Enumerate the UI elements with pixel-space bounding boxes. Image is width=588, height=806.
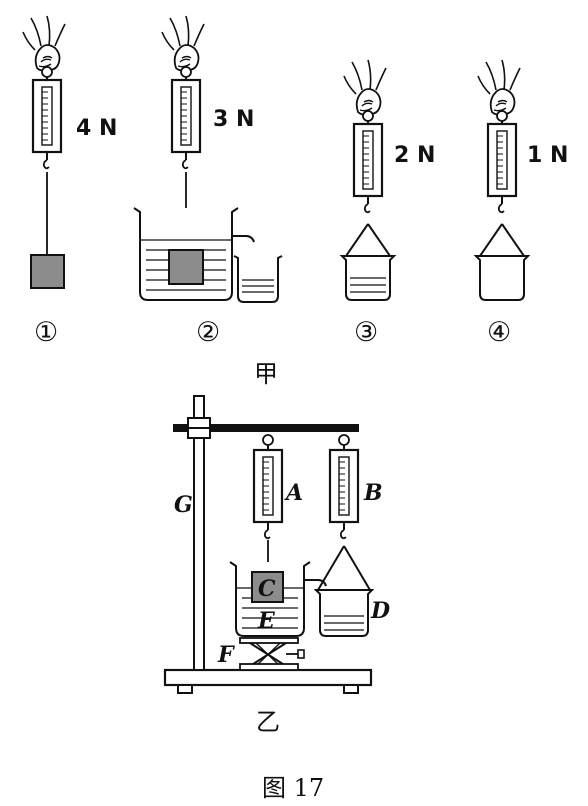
block-c bbox=[251, 571, 284, 603]
label-e: E bbox=[257, 608, 276, 634]
spring-scale-icon bbox=[31, 78, 63, 170]
step-1-apparatus bbox=[22, 15, 66, 289]
label-g: G bbox=[174, 492, 193, 518]
label-a: A bbox=[284, 480, 303, 506]
caption-jia: 甲 bbox=[254, 360, 278, 388]
spring-scale-icon bbox=[352, 122, 384, 214]
label-b: B bbox=[363, 480, 383, 506]
hand-icon bbox=[22, 15, 66, 83]
hand-icon bbox=[161, 15, 205, 83]
spring-scale-icon bbox=[170, 78, 202, 170]
figure-caption: 图 17 bbox=[262, 774, 324, 802]
label-d: D bbox=[370, 598, 390, 624]
step-label-1: ① bbox=[34, 317, 58, 348]
catch-cup-d bbox=[313, 545, 375, 637]
reading-step-1: 4 N bbox=[76, 116, 117, 141]
label-c: C bbox=[258, 576, 276, 602]
label-f: F bbox=[217, 642, 235, 668]
setup-yi: G A B C E D F 乙 bbox=[163, 395, 390, 736]
reading-step-2: 3 N bbox=[213, 107, 254, 132]
catch-beaker bbox=[233, 255, 283, 303]
reading-step-4: 1 N bbox=[527, 143, 568, 168]
stand-rod bbox=[193, 395, 205, 671]
caption-yi: 乙 bbox=[256, 708, 280, 736]
step-label-2: ② bbox=[196, 317, 220, 348]
spout bbox=[232, 235, 255, 243]
step-4-apparatus bbox=[473, 59, 531, 301]
step-3-apparatus bbox=[339, 59, 397, 301]
setup-jia: 4 N ① 3 N ② bbox=[22, 15, 568, 388]
hand-icon bbox=[343, 59, 387, 127]
stand-base bbox=[163, 668, 373, 687]
spring-scale-icon bbox=[486, 122, 518, 214]
lift-table-f bbox=[239, 637, 305, 671]
overflow-cup-e bbox=[229, 561, 327, 637]
spring-scale-a bbox=[252, 434, 284, 572]
reading-step-3: 2 N bbox=[394, 143, 435, 168]
cross-bar bbox=[173, 424, 359, 432]
step-label-3: ③ bbox=[354, 317, 378, 348]
hand-icon bbox=[477, 59, 521, 127]
step-label-4: ④ bbox=[487, 317, 511, 348]
step-2-apparatus bbox=[133, 15, 283, 303]
empty-bucket bbox=[473, 223, 531, 301]
metal-block bbox=[30, 254, 65, 289]
spring-scale-b bbox=[328, 434, 360, 540]
bucket-with-water bbox=[339, 223, 397, 301]
metal-block bbox=[168, 249, 204, 285]
